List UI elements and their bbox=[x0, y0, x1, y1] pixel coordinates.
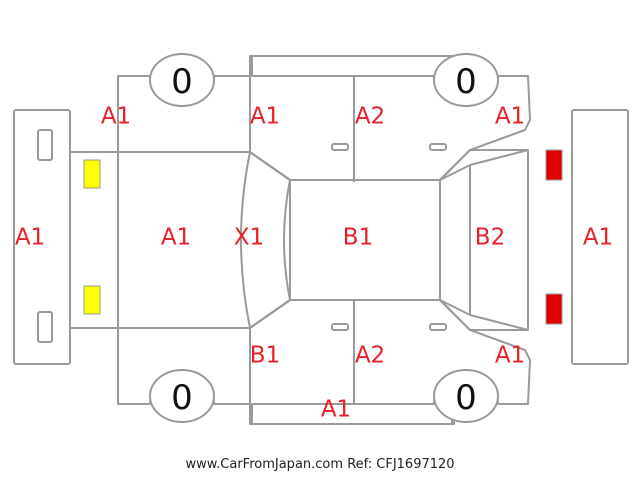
front-bumper-slot-bottom bbox=[37, 311, 53, 343]
front-right-light bbox=[83, 285, 101, 315]
tire-label-front-left: 0 bbox=[171, 62, 193, 102]
rear-left-tire bbox=[433, 53, 499, 107]
rear-right-light bbox=[545, 293, 563, 325]
front-left-light bbox=[83, 159, 101, 189]
left-front-door-handle bbox=[331, 143, 349, 151]
rear-left-light bbox=[545, 149, 563, 181]
label-hood: A1 bbox=[160, 224, 192, 251]
label-roof: B1 bbox=[342, 224, 374, 251]
front-right-tire bbox=[149, 369, 215, 423]
label-rear-right-quarter: A1 bbox=[494, 342, 526, 369]
label-rear-right-door: A2 bbox=[354, 342, 386, 369]
label-front-bumper: A1 bbox=[14, 224, 46, 251]
label-rear-left-quarter: A1 bbox=[494, 103, 526, 130]
label-windshield: X1 bbox=[233, 224, 265, 251]
right-rear-door-handle bbox=[429, 323, 447, 331]
footer-ref: Ref: CFJ1697120 bbox=[347, 457, 455, 472]
label-rear-glass: B2 bbox=[474, 224, 506, 251]
label-front-right-door: B1 bbox=[249, 342, 281, 369]
tire-label-rear-left: 0 bbox=[455, 62, 477, 102]
footer-site: www.CarFromJapan.com bbox=[185, 457, 344, 472]
front-left-tire bbox=[149, 53, 215, 107]
tire-label-front-right: 0 bbox=[171, 378, 193, 418]
windshield-outline bbox=[240, 151, 291, 329]
rear-right-tire bbox=[433, 369, 499, 423]
label-rear-bumper: A1 bbox=[582, 224, 614, 251]
right-roof-rail bbox=[251, 403, 453, 425]
label-front-left-fender: A1 bbox=[100, 103, 132, 130]
rear-bumper-outline bbox=[571, 109, 629, 365]
tire-label-rear-right: 0 bbox=[455, 378, 477, 418]
left-rear-door-handle bbox=[429, 143, 447, 151]
footer-caption: www.CarFromJapan.com Ref: CFJ1697120 bbox=[0, 458, 640, 471]
top-body-outline bbox=[69, 149, 529, 331]
front-bumper-slot-top bbox=[37, 129, 53, 161]
right-front-door-handle bbox=[331, 323, 349, 331]
label-right-sill: A1 bbox=[320, 396, 352, 423]
left-roof-rail bbox=[251, 55, 453, 77]
label-front-left-door: A1 bbox=[249, 103, 281, 130]
label-rear-left-door: A2 bbox=[354, 103, 386, 130]
